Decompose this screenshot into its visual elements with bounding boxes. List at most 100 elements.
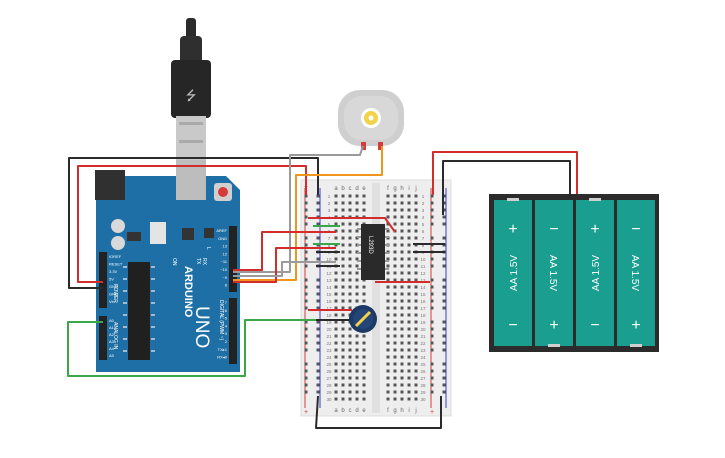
breadboard-hole[interactable] [414, 341, 418, 345]
breadboard-hole[interactable] [341, 201, 345, 205]
breadboard-hole[interactable] [386, 299, 390, 303]
breadboard-hole[interactable] [341, 355, 345, 359]
breadboard-hole[interactable] [362, 334, 366, 338]
breadboard-hole[interactable] [386, 201, 390, 205]
rail-hole[interactable] [430, 292, 434, 296]
breadboard-hole[interactable] [414, 194, 418, 198]
breadboard-hole[interactable] [355, 369, 359, 373]
rail-hole[interactable] [430, 222, 434, 226]
rail-hole[interactable] [304, 306, 308, 310]
breadboard-hole[interactable] [386, 264, 390, 268]
rail-hole[interactable] [316, 320, 320, 324]
breadboard-hole[interactable] [355, 390, 359, 394]
breadboard-hole[interactable] [386, 313, 390, 317]
rail-hole[interactable] [316, 341, 320, 345]
breadboard-hole[interactable] [341, 264, 345, 268]
breadboard-hole[interactable] [386, 271, 390, 275]
breadboard-hole[interactable] [355, 194, 359, 198]
breadboard-hole[interactable] [334, 222, 338, 226]
breadboard-hole[interactable] [400, 348, 404, 352]
breadboard-hole[interactable] [414, 327, 418, 331]
rail-hole[interactable] [316, 236, 320, 240]
breadboard-hole[interactable] [407, 341, 411, 345]
breadboard-hole[interactable] [407, 320, 411, 324]
rail-hole[interactable] [304, 236, 308, 240]
wire-green[interactable] [67, 319, 320, 377]
rail-hole[interactable] [442, 222, 446, 226]
breadboard-hole[interactable] [400, 271, 404, 275]
rail-hole[interactable] [430, 215, 434, 219]
breadboard-hole[interactable] [334, 341, 338, 345]
rail-hole[interactable] [430, 208, 434, 212]
rail-hole[interactable] [304, 369, 308, 373]
breadboard-hole[interactable] [386, 278, 390, 282]
breadboard-hole[interactable] [355, 208, 359, 212]
breadboard-hole[interactable] [407, 194, 411, 198]
breadboard-hole[interactable] [355, 278, 359, 282]
breadboard-hole[interactable] [400, 201, 404, 205]
rail-hole[interactable] [316, 369, 320, 373]
breadboard-hole[interactable] [393, 222, 397, 226]
rail-hole[interactable] [442, 257, 446, 261]
rail-hole[interactable] [442, 306, 446, 310]
arduino-uno-board[interactable]: ON TX RX L ARDUINO UNO POWER ANALOG IN D… [95, 160, 240, 372]
breadboard-hole[interactable] [400, 313, 404, 317]
breadboard-hole[interactable] [362, 397, 366, 401]
breadboard-hole[interactable] [393, 369, 397, 373]
rail-hole[interactable] [304, 194, 308, 198]
breadboard-hole[interactable] [348, 376, 352, 380]
breadboard-hole[interactable] [386, 341, 390, 345]
wire-red[interactable] [432, 151, 578, 195]
breadboard-hole[interactable] [341, 299, 345, 303]
breadboard-hole[interactable] [393, 257, 397, 261]
breadboard-hole[interactable] [400, 257, 404, 261]
breadboard-hole[interactable] [393, 236, 397, 240]
breadboard-hole[interactable] [407, 222, 411, 226]
rail-hole[interactable] [430, 306, 434, 310]
breadboard-hole[interactable] [334, 285, 338, 289]
breadboard-hole[interactable] [355, 362, 359, 366]
breadboard-hole[interactable] [348, 271, 352, 275]
breadboard-hole[interactable] [334, 278, 338, 282]
breadboard-hole[interactable] [400, 243, 404, 247]
rail-hole[interactable] [304, 285, 308, 289]
breadboard-hole[interactable] [393, 341, 397, 345]
breadboard-hole[interactable] [400, 285, 404, 289]
breadboard-hole[interactable] [407, 278, 411, 282]
breadboard-hole[interactable] [334, 320, 338, 324]
breadboard-hole[interactable] [341, 313, 345, 317]
wire-black[interactable] [442, 160, 571, 215]
breadboard-hole[interactable] [400, 362, 404, 366]
rail-hole[interactable] [304, 299, 308, 303]
breadboard-hole[interactable] [393, 243, 397, 247]
rail-hole[interactable] [430, 376, 434, 380]
breadboard-hole[interactable] [407, 299, 411, 303]
breadboard-hole[interactable] [348, 299, 352, 303]
wire-grey[interactable] [233, 261, 336, 277]
breadboard-hole[interactable] [400, 194, 404, 198]
breadboard-hole[interactable] [400, 397, 404, 401]
breadboard-hole[interactable] [341, 306, 345, 310]
rail-hole[interactable] [316, 306, 320, 310]
breadboard-hole[interactable] [414, 264, 418, 268]
breadboard-hole[interactable] [400, 383, 404, 387]
breadboard-hole[interactable] [386, 397, 390, 401]
breadboard-hole[interactable] [334, 271, 338, 275]
breadboard-hole[interactable] [355, 285, 359, 289]
rail-hole[interactable] [316, 222, 320, 226]
breadboard-hole[interactable] [407, 285, 411, 289]
breadboard-hole[interactable] [400, 390, 404, 394]
breadboard-hole[interactable] [334, 257, 338, 261]
breadboard-hole[interactable] [348, 292, 352, 296]
breadboard-hole[interactable] [400, 369, 404, 373]
rail-hole[interactable] [316, 292, 320, 296]
rail-hole[interactable] [316, 383, 320, 387]
breadboard-hole[interactable] [407, 229, 411, 233]
breadboard-hole[interactable] [348, 355, 352, 359]
breadboard-hole[interactable] [341, 292, 345, 296]
breadboard-hole[interactable] [393, 201, 397, 205]
rail-hole[interactable] [430, 285, 434, 289]
breadboard-hole[interactable] [400, 278, 404, 282]
breadboard-hole[interactable] [334, 369, 338, 373]
rail-hole[interactable] [430, 390, 434, 394]
